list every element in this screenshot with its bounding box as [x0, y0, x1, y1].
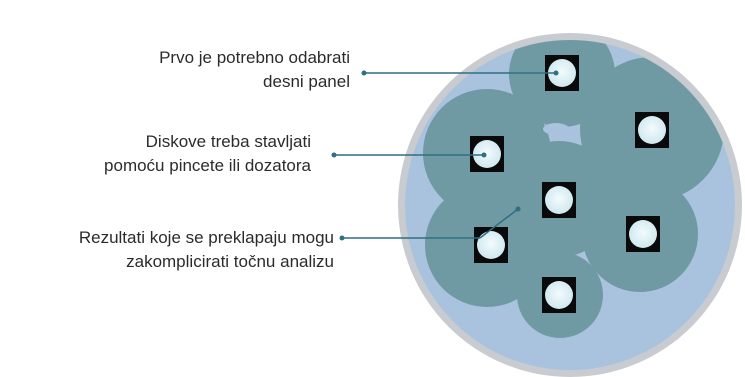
- annotation-place-discs: Diskove treba stavljati pomoću pincete i…: [104, 130, 311, 178]
- annotation-line: pomoću pincete ili dozatora: [104, 156, 311, 175]
- annotation-line: Prvo je potrebno odabrati: [159, 48, 350, 67]
- annotation-line: Diskove treba stavljati: [145, 132, 311, 151]
- antibiotic-disc: [635, 112, 669, 148]
- antibiotic-disc: [470, 136, 504, 172]
- antibiotic-discs: [470, 55, 669, 313]
- leader-line-place-discs: [331, 152, 487, 158]
- antibiotic-disc: [542, 277, 576, 313]
- antibiotic-disc: [626, 216, 660, 252]
- antibiotic-disc: [542, 182, 576, 218]
- leader-lines: [331, 70, 559, 241]
- leader-line-select-panel: [361, 70, 559, 76]
- annotation-select-panel: Prvo je potrebno odabrati desni panel: [159, 46, 350, 94]
- annotation-overlap-results: Rezultati koje se preklapaju mogu zakomp…: [79, 226, 334, 274]
- zone-gaps: [543, 123, 569, 135]
- antibiotic-disc: [474, 227, 508, 263]
- annotation-line: desni panel: [263, 72, 350, 91]
- leader-line-overlap-results: [339, 206, 521, 241]
- annotation-line: Rezultati koje se preklapaju mogu: [78, 228, 334, 247]
- annotation-line: zakomplicirati točnu analizu: [126, 252, 334, 271]
